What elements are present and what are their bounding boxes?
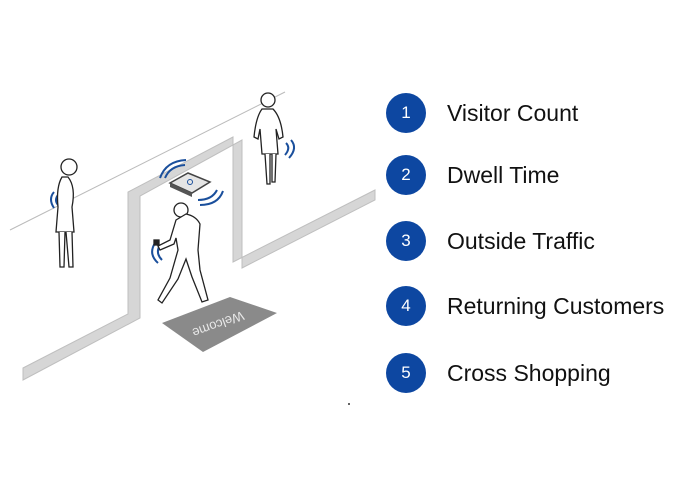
wall [22, 136, 376, 381]
person-standing-right [253, 92, 284, 185]
list-item-outside-traffic: 3 Outside Traffic [386, 221, 595, 261]
dot [348, 403, 350, 405]
item-label: Outside Traffic [447, 227, 595, 254]
store-entrance-illustration: Welcome [9, 91, 376, 405]
list-item-visitor-count: 1 Visitor Count [386, 93, 578, 133]
item-label: Visitor Count [447, 99, 579, 126]
number-badge: 5 [386, 353, 426, 393]
item-label: Returning Customers [447, 292, 665, 319]
number-badge: 1 [386, 93, 426, 133]
person-standing-left [55, 158, 78, 268]
list-item-cross-shopping: 5 Cross Shopping [386, 353, 611, 393]
number-badge: 3 [386, 221, 426, 261]
floor-line [9, 91, 286, 231]
item-label: Cross Shopping [447, 359, 611, 386]
list-item-dwell-time: 2 Dwell Time [386, 155, 559, 195]
number-badge: 4 [386, 286, 426, 326]
sensor-device [168, 172, 212, 197]
item-label: Dwell Time [447, 161, 560, 188]
signal-waves-icon [50, 139, 295, 264]
person-walking [153, 202, 209, 304]
list-item-returning-customers: 4 Returning Customers [386, 286, 664, 326]
number-badge: 2 [386, 155, 426, 195]
welcome-mat [162, 297, 277, 352]
